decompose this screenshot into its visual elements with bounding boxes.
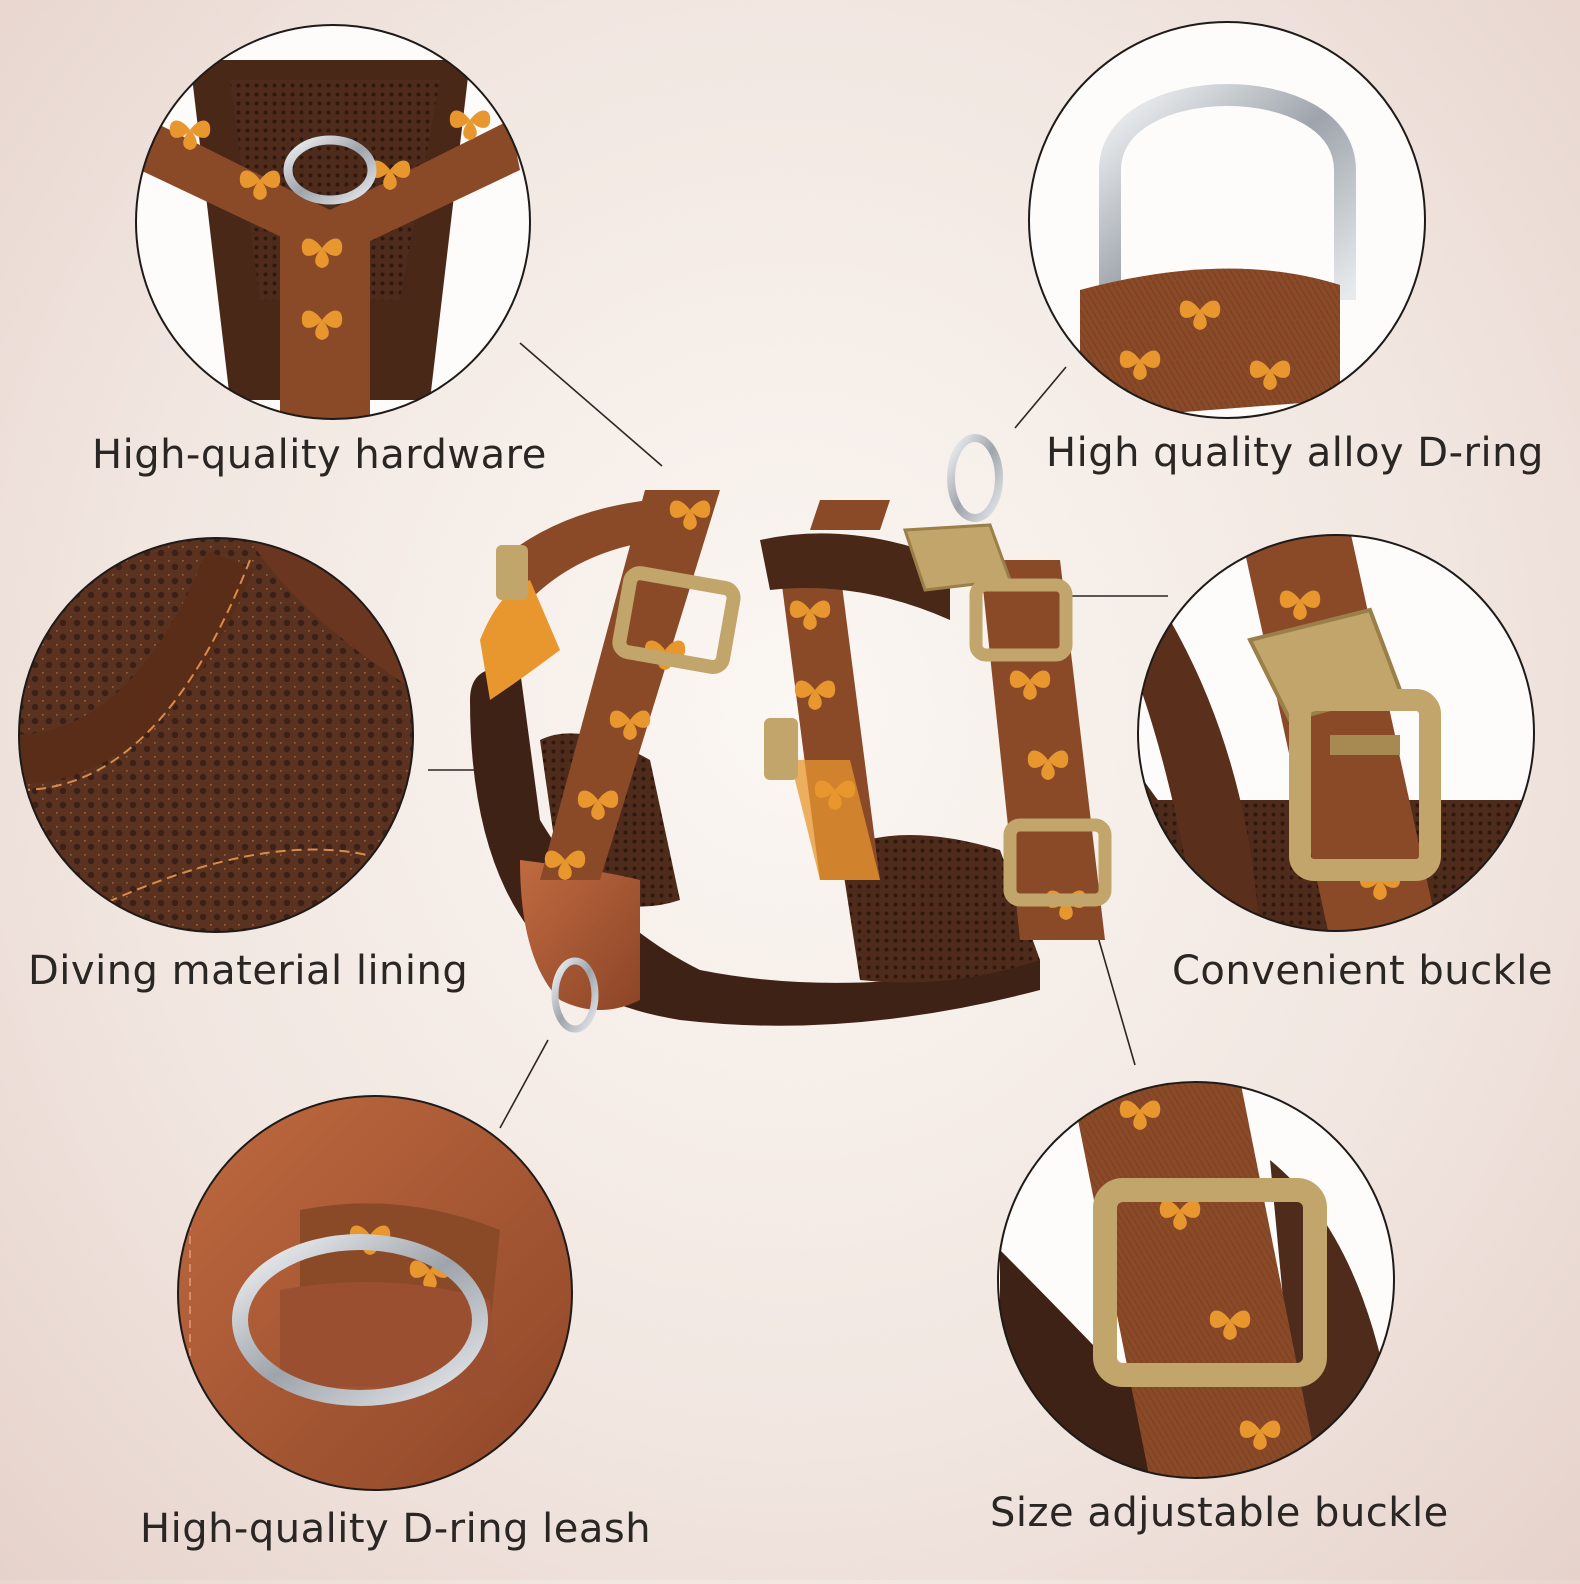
feature-label-alloy-dring: High quality alloy D-ring [1046, 430, 1544, 476]
feature-label-lining: Diving material lining [28, 948, 469, 994]
circle-leash-dring [177, 1095, 573, 1491]
circle-hardware [135, 24, 531, 420]
back-d-ring-icon [947, 434, 1003, 522]
circle-lining [18, 537, 414, 933]
circle-alloy-dring [1028, 21, 1426, 419]
circle-adjustable [997, 1081, 1395, 1479]
feature-label-leash-dring: High-quality D-ring leash [140, 1506, 652, 1552]
harness-main [470, 434, 1112, 1033]
feature-label-hardware: High-quality hardware [92, 432, 547, 478]
feature-label-adjustable: Size adjustable buckle [990, 1490, 1449, 1536]
front-d-ring-icon [551, 957, 599, 1033]
connector-lines [428, 342, 1168, 1129]
feature-label-buckle: Convenient buckle [1172, 948, 1553, 994]
circle-buckle [1137, 534, 1535, 932]
